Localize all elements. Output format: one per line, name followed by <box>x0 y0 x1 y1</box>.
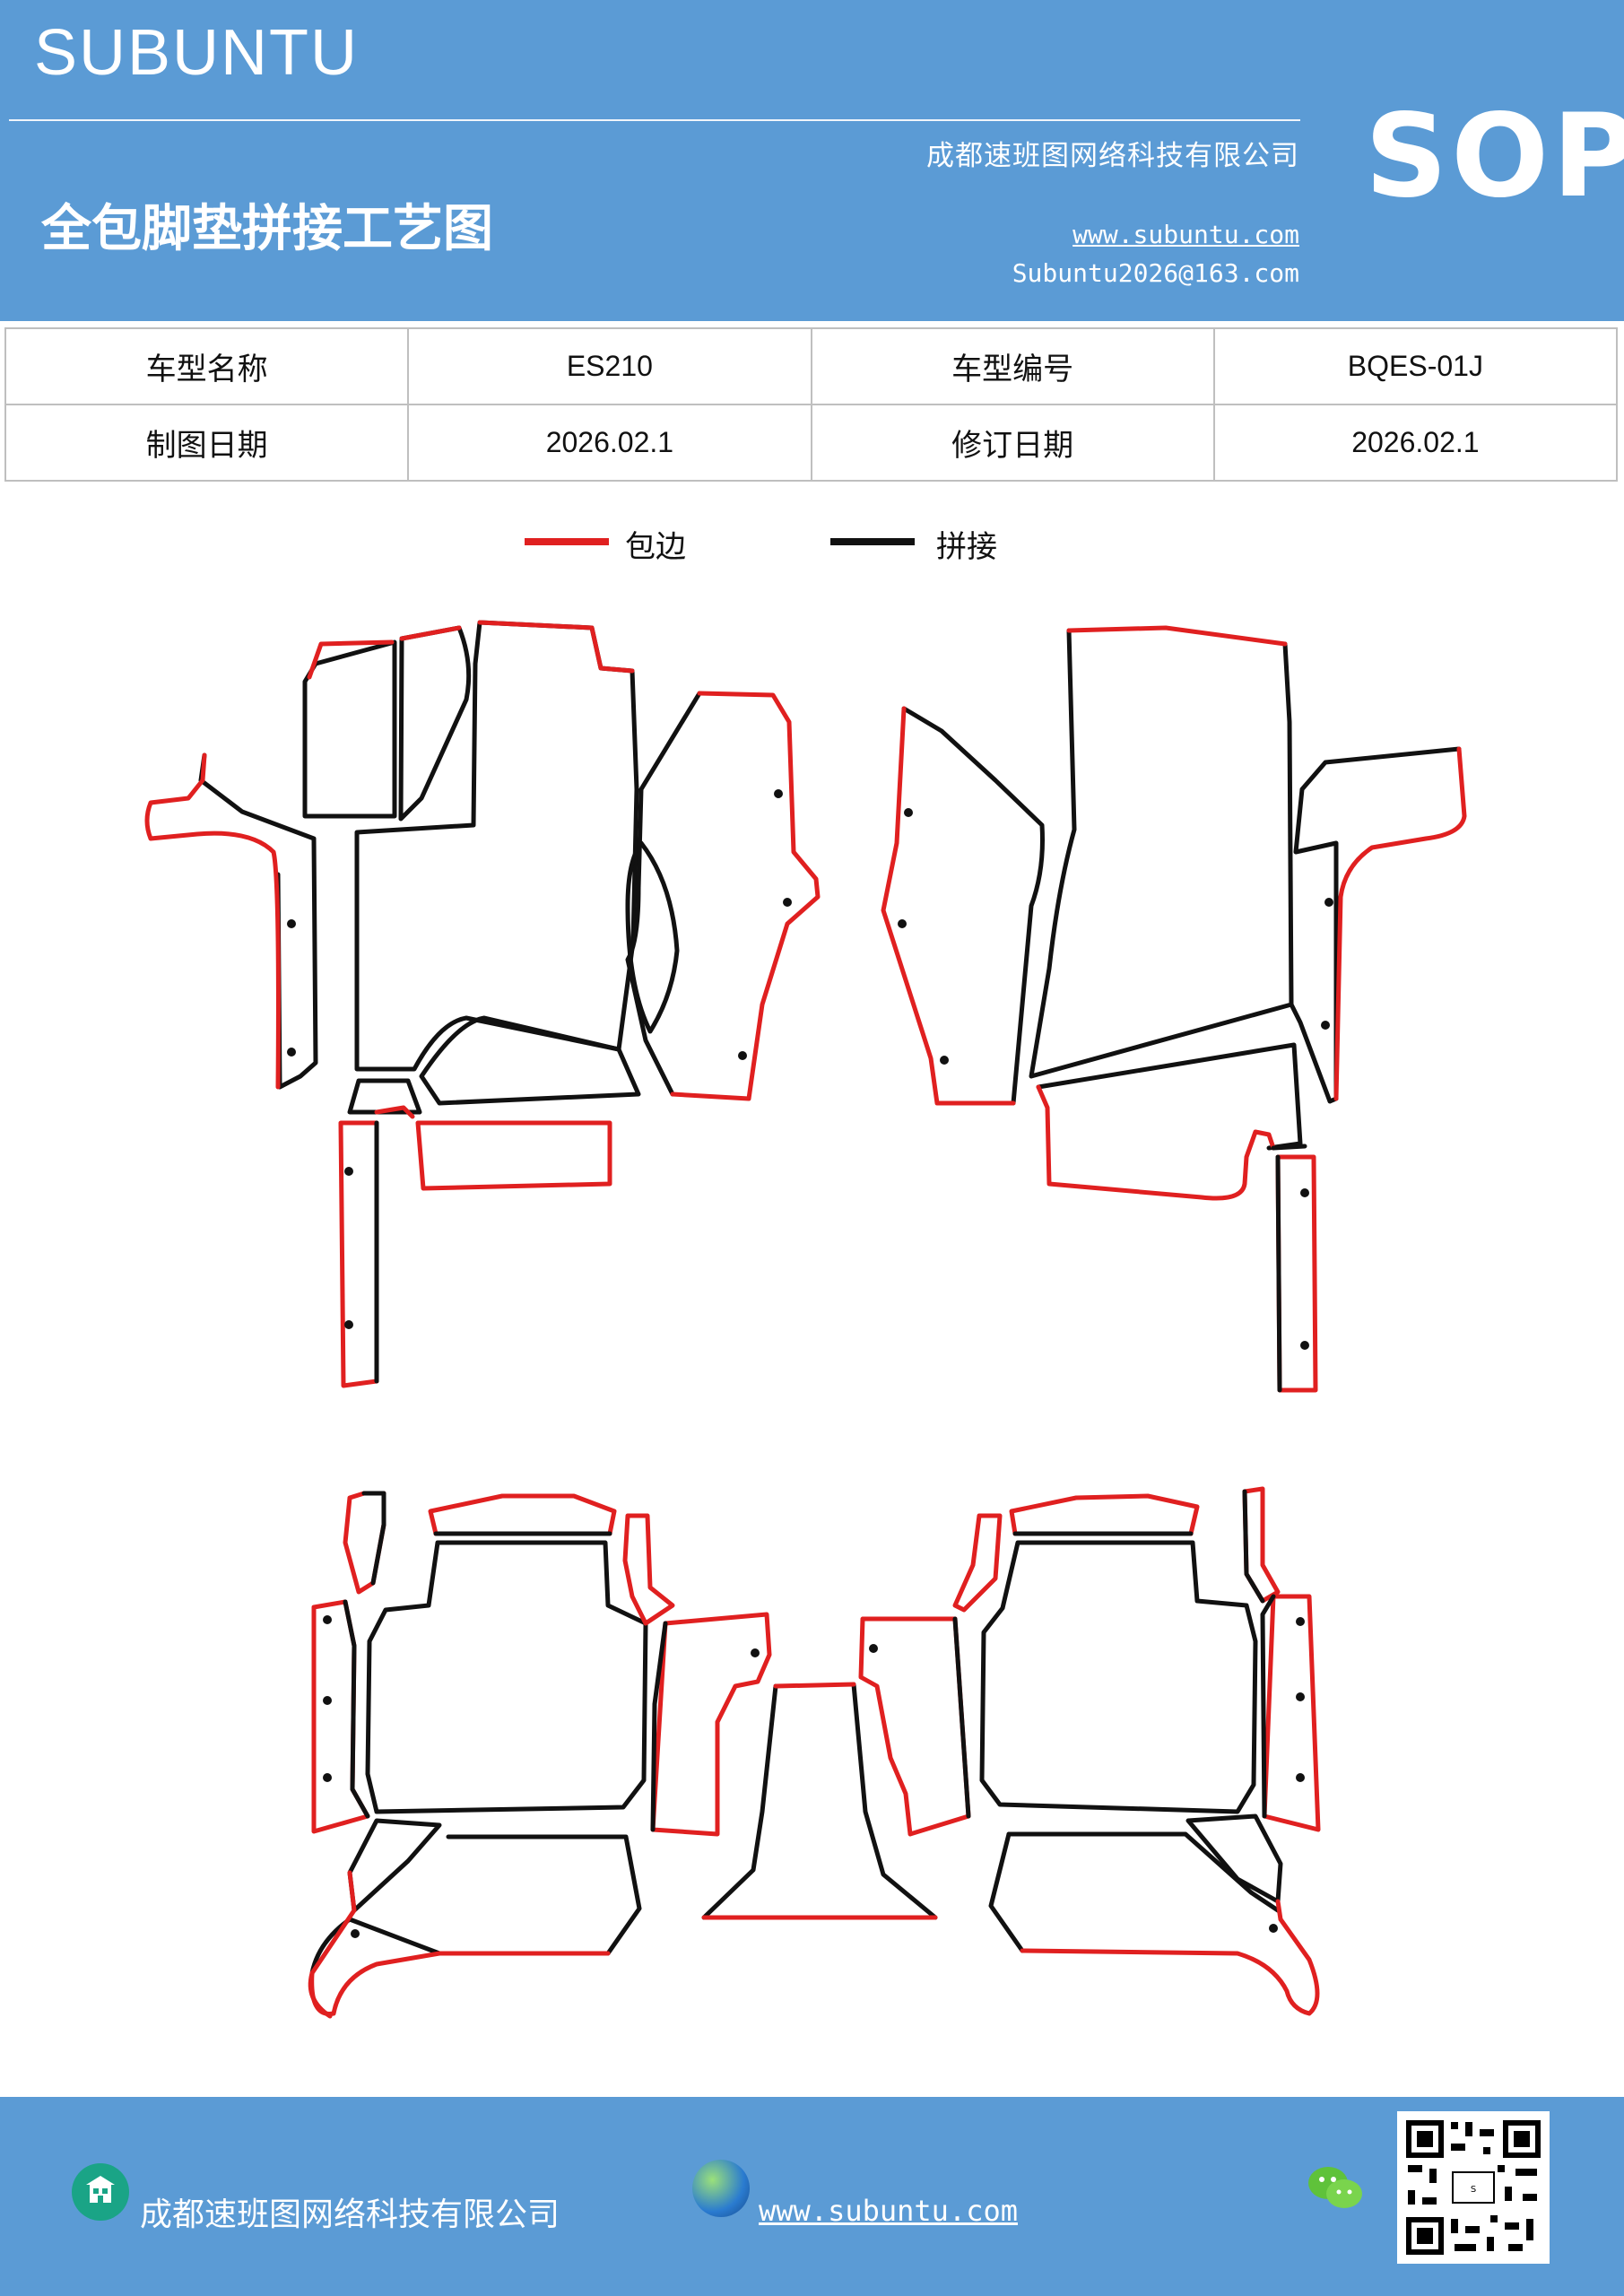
footer-banner: 成都速班图网络科技有限公司 www.subuntu.com S <box>0 2097 1624 2296</box>
qr-code[interactable]: S <box>1397 2111 1550 2264</box>
model-code-label: 车型编号 <box>810 327 1215 405</box>
building-icon <box>72 2163 129 2221</box>
fastener-dots <box>287 789 1333 1938</box>
draw-date-value: 2026.02.1 <box>407 404 812 482</box>
legend-edge-swatch <box>525 538 609 545</box>
contact-email[interactable]: Subuntu2026@163.com <box>1012 258 1299 288</box>
model-name-value: ES210 <box>407 327 812 405</box>
front-left-mats <box>144 620 821 1388</box>
wechat-icon[interactable] <box>1305 2161 1366 2215</box>
globe-icon <box>692 2160 750 2217</box>
sop-badge: SOP <box>1365 90 1624 223</box>
center-hump-mat <box>701 1682 938 1920</box>
model-name-label: 车型名称 <box>4 327 410 405</box>
header-banner: SUBUNTU 成都速班图网络科技有限公司 全包脚垫拼接工艺图 www.subu… <box>0 0 1624 321</box>
legend-join-label: 拼接 <box>936 529 997 565</box>
revise-date-value: 2026.02.1 <box>1212 404 1619 482</box>
table-row: 车型名称 ES210 车型编号 BQES-01J <box>4 327 1619 405</box>
model-code-value: BQES-01J <box>1212 327 1619 405</box>
legend-join-swatch <box>830 538 915 545</box>
brand-name: SUBUNTU <box>34 17 360 89</box>
svg-text:S: S <box>1471 2185 1476 2195</box>
header-divider <box>9 119 1300 121</box>
footer-company-name: 成都速班图网络科技有限公司 <box>140 2196 560 2233</box>
draw-date-label: 制图日期 <box>4 404 410 482</box>
revise-date-label: 修订日期 <box>810 404 1215 482</box>
legend-edge-label: 包边 <box>625 529 686 565</box>
mat-pattern-diagram <box>144 620 1467 2019</box>
company-name: 成都速班图网络科技有限公司 <box>926 140 1299 172</box>
rear-right-mats <box>858 1486 1321 2016</box>
legend: 包边 拼接 <box>525 522 1063 576</box>
rear-left-mats <box>308 1491 772 2019</box>
document-title: 全包脚垫拼接工艺图 <box>41 199 493 258</box>
website-link[interactable]: www.subuntu.com <box>1073 220 1299 249</box>
front-right-mats <box>881 625 1467 1393</box>
info-table: 车型名称 ES210 车型编号 BQES-01J 制图日期 2026.02.1 … <box>4 327 1619 482</box>
footer-website-link[interactable]: www.subuntu.com <box>759 2194 1018 2228</box>
table-row: 制图日期 2026.02.1 修订日期 2026.02.1 <box>4 404 1619 482</box>
